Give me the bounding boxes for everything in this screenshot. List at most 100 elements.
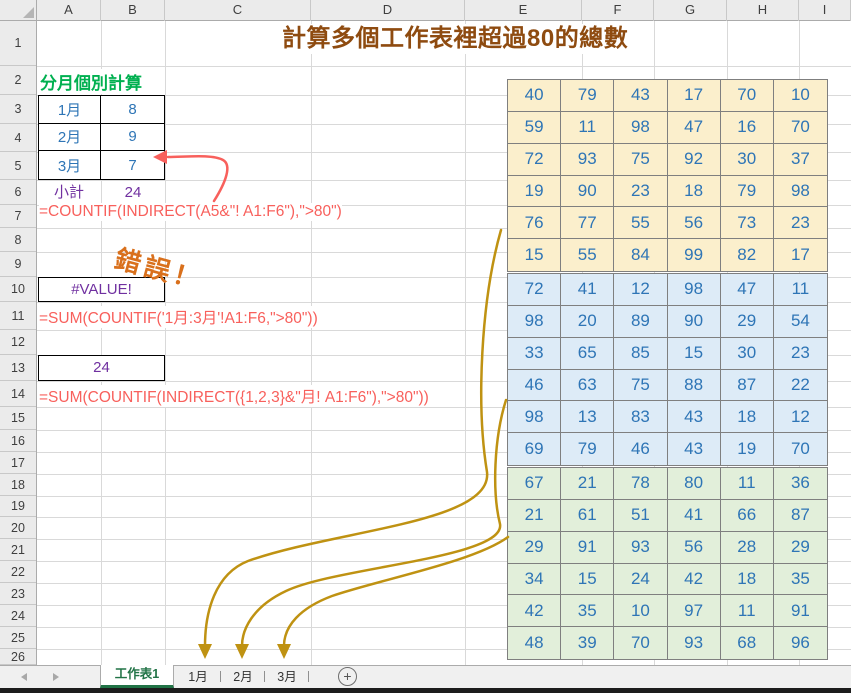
data-cell[interactable]: 78 — [614, 468, 668, 500]
row-header-25[interactable]: 25 — [0, 627, 36, 649]
row-header-14[interactable]: 14 — [0, 381, 36, 407]
correct-result-cell[interactable]: 24 — [38, 355, 165, 381]
data-cell[interactable]: 88 — [667, 369, 721, 402]
data-cell[interactable]: 11 — [773, 274, 827, 306]
data-cell[interactable]: 37 — [773, 144, 827, 176]
row-header-10[interactable]: 10 — [0, 277, 36, 302]
data-cell[interactable]: 41 — [667, 499, 721, 532]
data-cell[interactable]: 12 — [614, 274, 668, 306]
data-cell[interactable]: 68 — [721, 627, 774, 659]
data-cell[interactable]: 70 — [614, 627, 668, 659]
row-header-21[interactable]: 21 — [0, 539, 36, 561]
row-header-8[interactable]: 8 — [0, 228, 36, 252]
data-cell[interactable]: 22 — [773, 370, 827, 402]
data-cell[interactable]: 12 — [773, 401, 827, 434]
data-cell[interactable]: 11 — [561, 111, 615, 144]
data-cell[interactable]: 61 — [561, 499, 615, 532]
data-cell[interactable]: 56 — [667, 531, 721, 564]
data-cell[interactable]: 29 — [508, 531, 562, 564]
data-cell[interactable]: 10 — [773, 80, 827, 112]
data-cell[interactable]: 17 — [790, 245, 810, 265]
data-cell[interactable]: 33 — [508, 337, 562, 370]
data-cell[interactable]: 11 — [720, 468, 774, 500]
data-cell[interactable]: 20 — [561, 305, 615, 338]
data-cell[interactable]: 42 — [508, 595, 562, 628]
data-cell[interactable]: 75 — [614, 369, 668, 402]
data-cell[interactable]: 47 — [720, 274, 774, 306]
data-cell[interactable]: 19 — [721, 433, 774, 465]
data-cell[interactable]: 43 — [614, 80, 668, 112]
data-cell[interactable]: 46 — [508, 369, 562, 402]
data-cell[interactable]: 73 — [720, 207, 774, 240]
row-header-16[interactable]: 16 — [0, 430, 36, 452]
data-cell[interactable]: 98 — [614, 111, 668, 144]
data-cell[interactable]: 98 — [508, 305, 562, 338]
error-result-cell[interactable]: #VALUE! — [38, 277, 165, 302]
row-header-24[interactable]: 24 — [0, 605, 36, 627]
data-cell[interactable]: 90 — [561, 175, 615, 208]
data-cell[interactable]: 77 — [561, 207, 615, 240]
row-header-22[interactable]: 22 — [0, 561, 36, 583]
data-cell[interactable]: 72 — [508, 274, 562, 306]
data-cell[interactable]: 70 — [773, 112, 827, 144]
data-cell[interactable]: 89 — [614, 305, 668, 338]
data-cell[interactable]: 97 — [667, 595, 721, 628]
data-cell[interactable]: 43 — [668, 433, 721, 465]
row-header-17[interactable]: 17 — [0, 452, 36, 474]
data-cell[interactable]: 34 — [508, 563, 562, 596]
data-cell[interactable]: 40 — [508, 80, 562, 112]
data-cell[interactable]: 17 — [667, 80, 721, 112]
data-cell[interactable]: 65 — [561, 337, 615, 370]
data-cell[interactable]: 15 — [508, 239, 562, 271]
data-cell[interactable]: 48 — [508, 627, 562, 659]
data-cell[interactable]: 29 — [773, 532, 827, 564]
data-cell[interactable]: 55 — [561, 239, 615, 271]
data-cell[interactable]: 99 — [668, 239, 721, 271]
formula-sum-countif-indirect[interactable]: =SUM(COUNTIF(INDIRECT({1,2,3}&"月! A1:F6"… — [39, 385, 429, 407]
data-cell[interactable]: 67 — [508, 468, 562, 500]
data-cell[interactable]: 35 — [561, 595, 615, 628]
data-cell[interactable]: 30 — [720, 337, 774, 370]
data-cell[interactable]: 28 — [720, 531, 774, 564]
data-cell[interactable]: 51 — [614, 499, 668, 532]
data-cell[interactable]: 15 — [667, 337, 721, 370]
formula-sum-countif-range[interactable]: =SUM(COUNTIF('1月:3月'!A1:F6,">80")) — [39, 306, 318, 328]
row-header-3[interactable]: 3 — [0, 95, 36, 124]
row-header-18[interactable]: 18 — [0, 474, 36, 496]
data-cell[interactable]: 15 — [561, 563, 615, 596]
data-cell[interactable]: 91 — [561, 531, 615, 564]
column-header-G[interactable]: G — [654, 0, 727, 21]
data-cell[interactable]: 19 — [508, 175, 562, 208]
column-header-D[interactable]: D — [311, 0, 465, 21]
row-header-7[interactable]: 7 — [0, 205, 36, 228]
data-cell[interactable]: 87 — [773, 500, 827, 532]
column-header-F[interactable]: F — [582, 0, 654, 21]
column-header-E[interactable]: E — [465, 0, 582, 21]
column-header-H[interactable]: H — [727, 0, 799, 21]
data-cell[interactable]: 30 — [720, 143, 774, 176]
select-all-button[interactable] — [0, 0, 37, 21]
row-header-11[interactable]: 11 — [0, 302, 36, 330]
month-label-2月[interactable]: 2月 — [39, 123, 101, 152]
month-label-1月[interactable]: 1月 — [39, 96, 101, 124]
data-cell[interactable]: 42 — [667, 563, 721, 596]
sheet-tab-2月[interactable]: 2月 — [233, 670, 253, 684]
sheet-tab-工作表1[interactable]: 工作表1 — [100, 665, 174, 688]
data-cell[interactable]: 41 — [561, 274, 615, 306]
column-header-I[interactable]: I — [799, 0, 851, 21]
data-cell[interactable]: 16 — [720, 111, 774, 144]
subtotal-value[interactable]: 24 — [124, 184, 142, 201]
row-header-23[interactable]: 23 — [0, 583, 36, 605]
data-cell[interactable]: 59 — [508, 111, 562, 144]
data-cell[interactable]: 35 — [773, 564, 827, 596]
sheet-tab-1月[interactable]: 1月 — [188, 670, 208, 684]
column-header-A[interactable]: A — [37, 0, 101, 21]
row-header-26[interactable]: 26 — [0, 649, 36, 665]
row-header-19[interactable]: 19 — [0, 496, 36, 517]
data-cell[interactable]: 93 — [668, 627, 721, 659]
data-cell[interactable]: 43 — [667, 401, 721, 434]
row-header-4[interactable]: 4 — [0, 124, 36, 152]
data-cell[interactable]: 23 — [614, 175, 668, 208]
row-header-1[interactable]: 1 — [0, 21, 36, 66]
data-cell[interactable]: 76 — [508, 207, 562, 240]
